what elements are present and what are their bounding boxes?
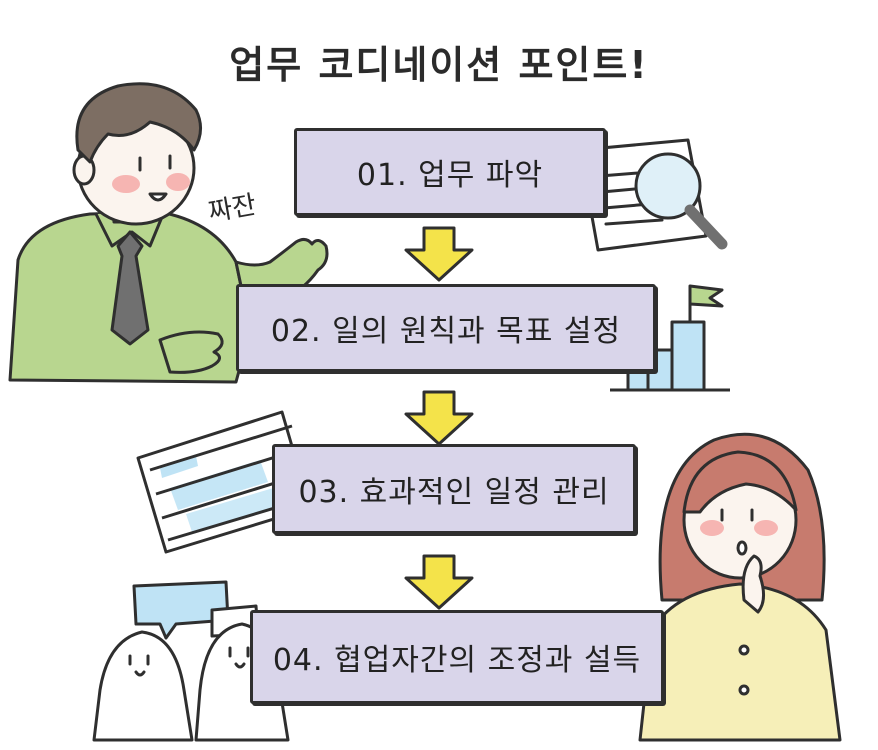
arrow-down-icon: [404, 554, 474, 610]
arrow-down-icon: [404, 390, 474, 446]
step-box-2: 02. 일의 원칙과 목표 설정: [236, 284, 656, 372]
man-character: [8, 82, 329, 384]
step-label-3: 03. 효과적인 일정 관리: [298, 475, 610, 510]
step-label-1: 01. 업무 파악: [356, 158, 544, 193]
step-label-4: 04. 협업자간의 조정과 설득: [272, 643, 642, 678]
arrow-down-icon: [404, 226, 474, 282]
magnifier-document-icon: [578, 138, 728, 252]
step-box-4: 04. 협업자간의 조정과 설득: [250, 610, 664, 704]
page-title: 업무 코디네이션 포인트!: [229, 43, 649, 87]
woman-character: [638, 432, 842, 742]
step-box-1: 01. 업무 파악: [294, 128, 606, 216]
step-box-3: 03. 효과적인 일정 관리: [272, 444, 636, 534]
step-label-2: 02. 일의 원칙과 목표 설정: [270, 314, 622, 349]
